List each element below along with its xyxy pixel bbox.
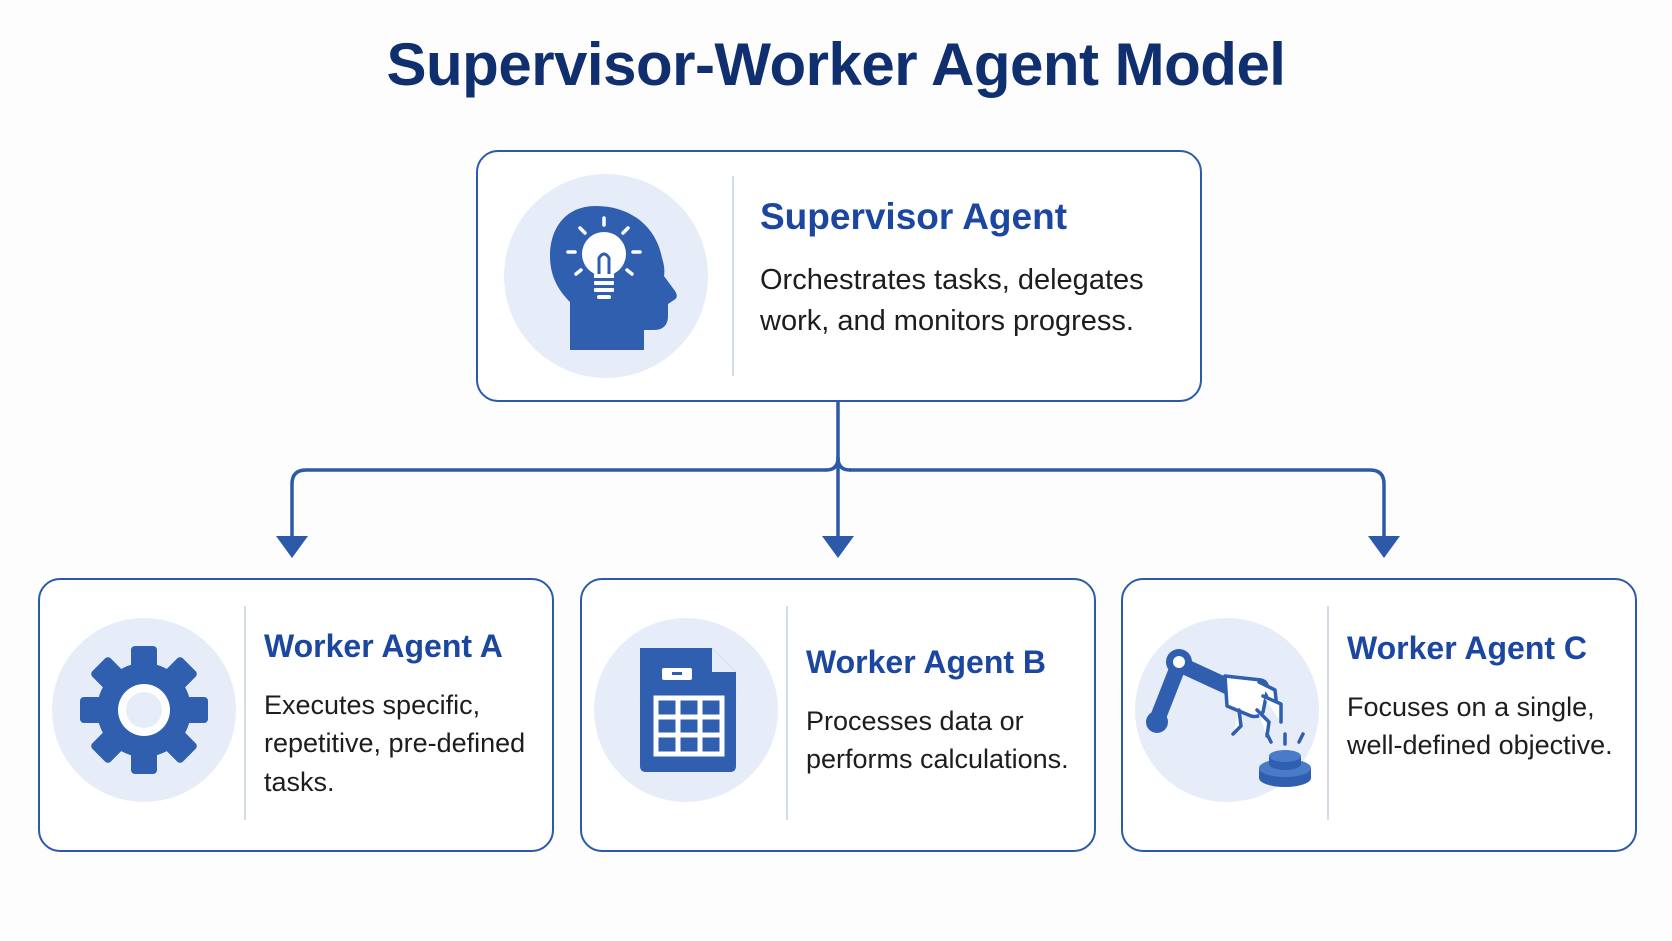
worker-c-title: Worker Agent C [1347,630,1588,666]
worker-b-card: Worker Agent B Processes data or perform… [580,578,1096,852]
arrowhead-a [276,536,308,558]
worker-b-divider [786,606,788,820]
worker-a-divider [244,606,246,820]
worker-a-title: Worker Agent A [264,628,503,664]
worker-c-divider [1327,606,1329,820]
worker-c-icon-circle [1135,618,1319,802]
connector-branch-c [848,468,1386,542]
supervisor-description: Orchestrates tasks, delegates work, and … [760,264,1144,338]
page-title: Supervisor-Worker Agent Model [386,31,1286,98]
worker-a-description: Executes specific, repetitive, pre-defin… [264,690,526,797]
worker-b-icon-circle [594,618,778,802]
worker-a-icon-circle [52,618,236,802]
supervisor-card: Supervisor Agent Orchestrates tasks, del… [476,150,1202,402]
connector-branch-a [290,468,828,542]
arrowhead-b [822,536,854,558]
worker-b-description: Processes data or performs calculations. [806,706,1069,775]
spreadsheet-icon [640,648,736,772]
worker-c-card: Worker Agent C Focuses on a single, well… [1121,578,1637,852]
worker-b-title: Worker Agent B [806,644,1047,680]
supervisor-divider [732,176,734,376]
worker-c-description: Focuses on a single, well-defined object… [1347,692,1613,761]
supervisor-title: Supervisor Agent [760,196,1068,237]
worker-a-card: Worker Agent A Executes specific, repeti… [38,578,554,852]
robot-arm-icon [1146,649,1311,787]
gear-icon [80,646,208,774]
arrowhead-c [1368,536,1400,558]
supervisor-icon-circle [504,174,708,378]
head-lightbulb-icon [550,206,677,350]
